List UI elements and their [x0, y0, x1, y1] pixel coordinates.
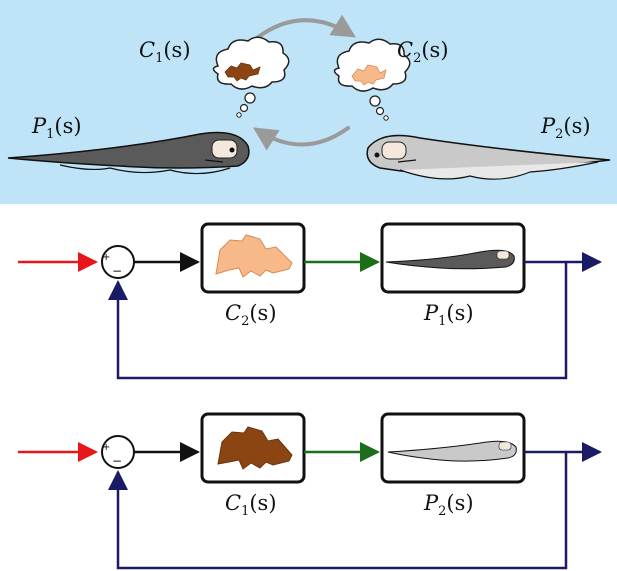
label-p2-top: P2(s)	[541, 114, 591, 142]
feedback-path	[108, 262, 568, 380]
control-loop-2: + −	[18, 412, 602, 570]
cycle-arrow-bottom	[252, 126, 350, 151]
fish-eye-icon	[229, 147, 235, 153]
controller-fish-icon	[215, 234, 293, 278]
controller-label: C1(s)	[225, 491, 277, 519]
summing-plus-sign: +	[102, 252, 110, 263]
controller-label: C2(s)	[225, 301, 277, 329]
thought-bubble-c1	[212, 36, 290, 118]
label-c2-top: C2(s)	[397, 38, 449, 66]
plant-label: P1(s)	[424, 301, 474, 329]
label-c1-top: C1(s)	[139, 38, 191, 66]
plant-fish-icon	[385, 249, 515, 270]
fish-p1	[7, 131, 250, 175]
summing-minus-sign: −	[112, 454, 122, 468]
summing-plus-sign: +	[102, 442, 110, 453]
fish-eye-icon	[374, 152, 380, 158]
plant-fish-icon	[387, 440, 517, 462]
control-loop-1: + −	[18, 222, 602, 380]
label-p1-top: P1(s)	[32, 114, 82, 142]
cartoon-fish-icon	[224, 62, 261, 82]
plant-label: P2(s)	[424, 491, 474, 519]
cycle-arrow-top	[255, 14, 357, 40]
cartoon-fish-icon	[351, 64, 387, 86]
fish-eye-patch	[211, 139, 238, 159]
feedback-path	[108, 452, 568, 570]
fish-p2	[366, 134, 611, 180]
controller-fish-icon	[217, 426, 293, 470]
fish-eye-patch	[381, 141, 407, 160]
thought-bubble-c2	[333, 38, 411, 121]
summing-minus-sign: −	[112, 264, 122, 278]
